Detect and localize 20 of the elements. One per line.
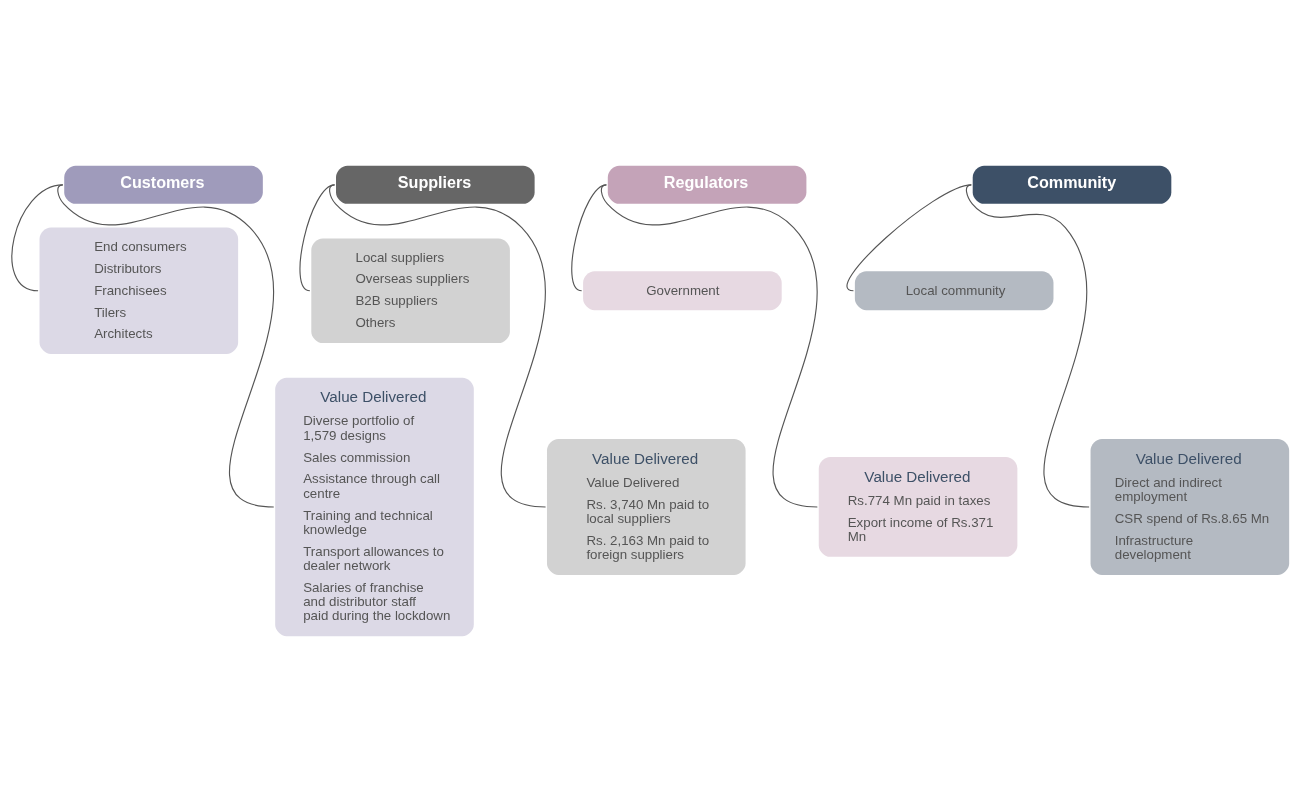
node-box: Government bbox=[583, 271, 782, 311]
connector bbox=[600, 184, 818, 508]
node-box: Local suppliers Overseas suppliers B2B suppliers Others bbox=[311, 238, 510, 344]
node-box: Local community bbox=[854, 271, 1054, 311]
node-box: Community bbox=[972, 165, 1172, 204]
node-box: Value Delivered Rs.774 Mn paid in taxes Export income of Rs.371 Mn bbox=[818, 457, 1018, 557]
node-box: Regulators bbox=[607, 165, 807, 204]
connector bbox=[329, 184, 547, 508]
connector bbox=[11, 184, 64, 292]
node-box: End consumers Distributors Franchisees Tilers Architects bbox=[39, 227, 239, 354]
node-box: Value Delivered Direct and indirect employment CSR spend of Rs.8.65 Mn Infrastructure development bbox=[1090, 439, 1290, 575]
node-box: Customers bbox=[64, 165, 263, 204]
connector bbox=[965, 184, 1090, 508]
connector bbox=[57, 184, 275, 508]
connector bbox=[299, 184, 336, 292]
node-box: Suppliers bbox=[336, 165, 535, 204]
connector bbox=[846, 184, 972, 292]
node-box: Value Delivered Value Delivered Rs. 3,740 Mn paid to local suppliers Rs. 2,163 Mn paid to foreign suppliers bbox=[546, 439, 746, 575]
connector bbox=[571, 184, 607, 292]
node-box: Value Delivered Diverse portfolio of 1,579 designs Sales commission Assistance through call centre Training and technical knowledge Transport allowances to dealer network Salaries of franchise and distributor staff paid during the lockdown bbox=[275, 377, 474, 637]
